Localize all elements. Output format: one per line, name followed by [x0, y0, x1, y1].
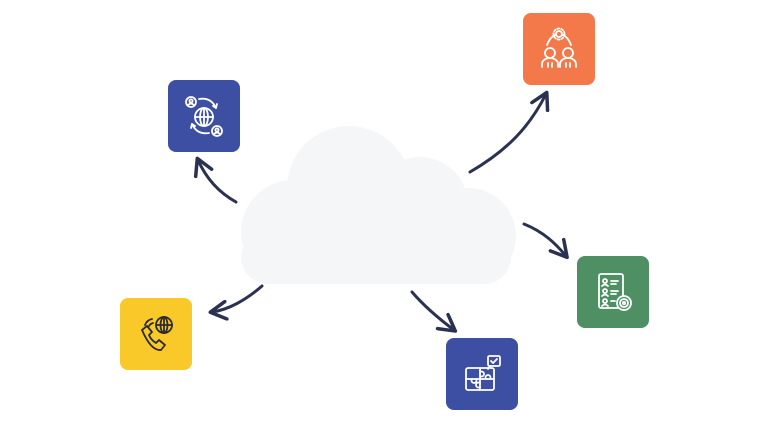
arrow-to-workflow-process	[410, 290, 458, 333]
arrow-to-global-network	[193, 156, 238, 204]
user-checklist-tile[interactable]	[577, 256, 649, 328]
puzzle-checklist-icon	[465, 355, 501, 391]
cloud-shape	[241, 126, 516, 284]
arrow-to-user-checklist	[522, 222, 569, 260]
workflow-process-tile[interactable]	[446, 338, 518, 410]
arrow-to-global-support	[208, 284, 264, 321]
phone-globe-icon	[141, 316, 173, 351]
global-network-tile[interactable]	[168, 80, 240, 152]
user-list-target-icon	[598, 273, 632, 311]
team-gear-icon	[541, 27, 577, 68]
arrow-to-team-collaboration	[468, 90, 550, 174]
team-collaboration-tile[interactable]	[523, 13, 595, 85]
globe-people-exchange-icon	[185, 96, 223, 137]
global-support-tile[interactable]	[120, 298, 192, 370]
